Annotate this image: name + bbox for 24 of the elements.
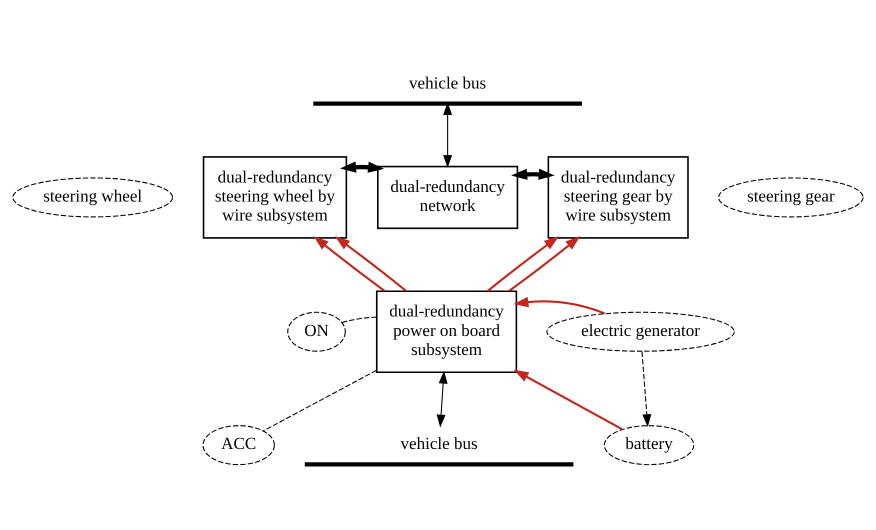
node-ellipse: ON <box>287 312 346 352</box>
arrow <box>508 236 580 292</box>
node-box: dual-redundancy network <box>377 166 518 230</box>
arrow <box>513 296 606 314</box>
node-ellipse: ACC <box>202 425 275 466</box>
node-ellipse: steering wheel <box>12 177 174 218</box>
node-box: dual-redundancy steering gear by wire subsystem <box>548 156 689 239</box>
node-ellipse: electric generator <box>546 312 735 352</box>
arrow <box>514 370 623 430</box>
connector <box>263 370 377 432</box>
connector <box>342 316 377 324</box>
node-ellipse: steering gear <box>718 177 864 218</box>
arrow <box>641 352 652 428</box>
arrow <box>334 236 407 292</box>
node-ellipse: battery <box>604 425 694 466</box>
node-box: dual-redundancy steering wheel by wire subsystem <box>202 156 348 239</box>
node-text: vehicle bus <box>409 74 486 92</box>
node-box: dual-redundancy power on board subsystem <box>376 290 518 374</box>
arrow <box>314 236 386 292</box>
node-text: vehicle bus <box>400 434 478 454</box>
arrow <box>436 370 448 428</box>
arrow <box>487 236 559 292</box>
arrow <box>340 162 384 173</box>
arrow <box>511 168 555 180</box>
